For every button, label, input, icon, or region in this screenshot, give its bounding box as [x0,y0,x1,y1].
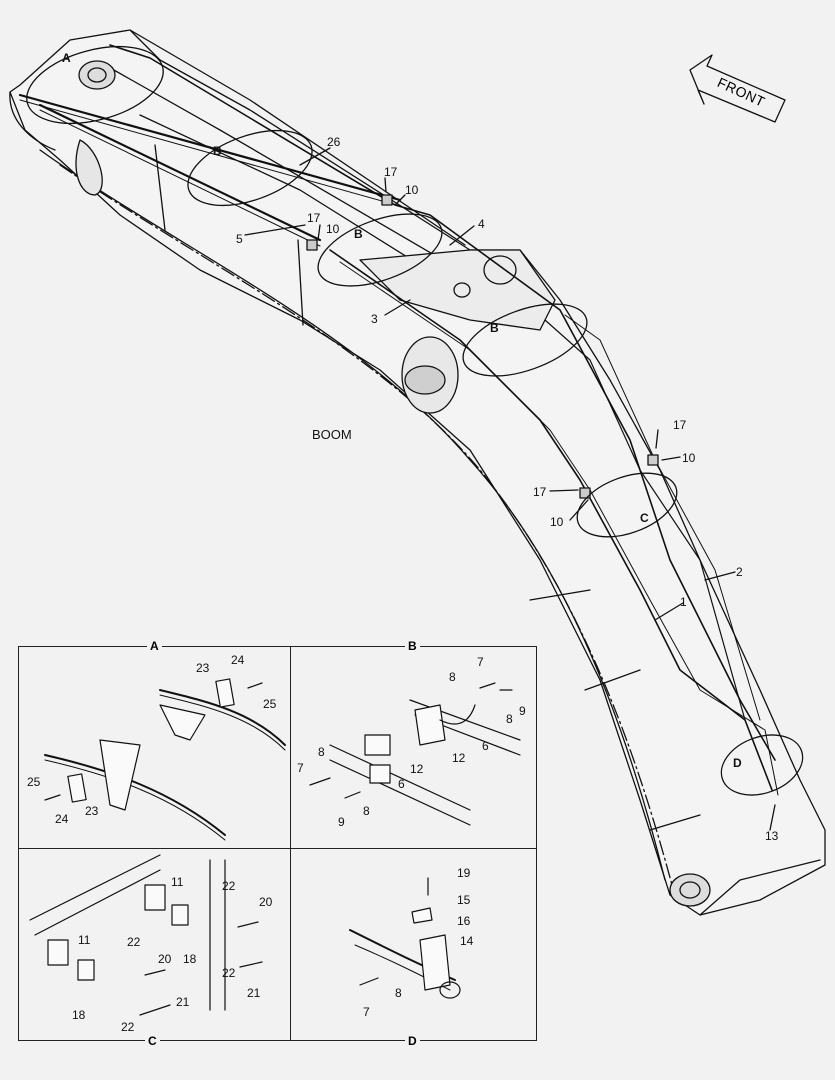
callout-B: B [490,321,499,335]
callout-ellipse-A [26,45,164,125]
part-number: 8 [363,804,370,818]
part-number: 9 [519,704,526,718]
part-number: 24 [231,653,245,667]
boom-label: BOOM [312,427,352,442]
part-number: 23 [196,661,210,675]
part-number: 26 [327,135,341,149]
part-number: 7 [363,1005,370,1019]
part-number: 2 [736,565,743,579]
part-number: 5 [236,232,243,246]
part-number: 10 [326,222,340,236]
detail-panel-C [18,848,291,1041]
front-arrow-icon [689,54,786,123]
callout-D: D [733,756,742,770]
part-number: 7 [297,761,304,775]
part-number: 12 [452,751,466,765]
part-number: 21 [176,995,190,1009]
part-number: 11 [171,875,184,889]
part-number: 17 [384,165,398,179]
part-number: 19 [457,866,471,880]
part-number: 24 [55,812,69,826]
part-number: 8 [395,986,402,1000]
part-number: 25 [263,697,277,711]
part-number: 25 [27,775,41,789]
part-number: 17 [673,418,687,432]
part-number: 8 [449,670,456,684]
part-number: 10 [550,515,564,529]
detail-panel-B [290,646,537,849]
part-number: 17 [533,485,547,499]
part-number: 15 [457,893,471,907]
boom-body [9,29,826,916]
part-number: 9 [338,815,345,829]
panel-title-D: D [405,1034,420,1048]
part-number: 10 [682,451,696,465]
callout-B: B [213,144,222,158]
part-number: 18 [183,952,197,966]
callout-C: C [640,511,649,525]
part-number: 7 [477,655,484,669]
callout-B: B [354,227,363,241]
part-number: 16 [457,914,471,928]
part-number: 22 [121,1020,135,1034]
panel-title-B: B [405,639,420,653]
panel-title-A: A [147,639,162,653]
panel-title-C: C [145,1034,160,1048]
part-number: 22 [222,879,236,893]
part-number: 22 [127,935,141,949]
part-number: 8 [318,745,325,759]
part-number: 22 [222,966,236,980]
part-number: 10 [405,183,419,197]
part-number: 3 [371,312,378,326]
part-number: 6 [398,777,405,791]
part-number: 23 [85,804,99,818]
part-number: 11 [78,933,91,947]
part-number: 1 [680,595,687,609]
detail-panel-D [290,848,537,1041]
part-number: 20 [158,952,172,966]
part-number: 8 [506,712,513,726]
part-number: 13 [765,829,779,843]
part-number: 12 [410,762,424,776]
part-number: 6 [482,739,489,753]
part-number: 18 [72,1008,86,1022]
callout-A: A [62,51,71,65]
part-number: 14 [460,934,474,948]
part-number: 20 [259,895,273,909]
part-number: 4 [478,217,485,231]
part-number: 17 [307,211,321,225]
part-number: 21 [247,986,261,1000]
